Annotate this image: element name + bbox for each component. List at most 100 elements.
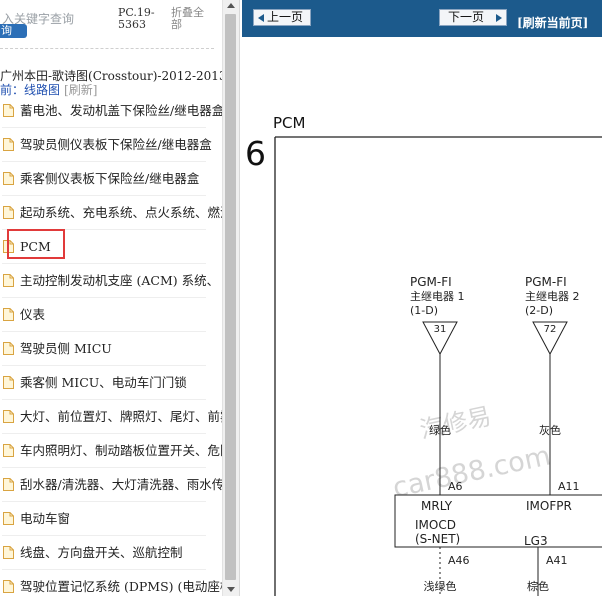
wiring-diagram: 汽修易 car888.com 20165 PCM 6 PGM-FI 主继电器 1… bbox=[245, 114, 602, 596]
pcm-pin-a46: A46 bbox=[448, 554, 470, 567]
document-icon bbox=[3, 308, 14, 321]
document-icon bbox=[3, 478, 14, 491]
document-icon bbox=[3, 546, 14, 559]
document-icon bbox=[3, 580, 14, 593]
pcm-signal-mrly: MRLY bbox=[421, 499, 453, 513]
tree-item[interactable]: 乘客侧仪表板下保险丝/继电器盒 bbox=[0, 162, 222, 196]
pcm-signal-lg3: LG3 bbox=[524, 534, 548, 548]
wire-a46-color: 浅绿色 bbox=[424, 579, 457, 593]
diagram-pane: 上一页 下一页 [刷新当前页] 汽修易 car888.com 20165 PCM… bbox=[242, 0, 602, 596]
tree-item[interactable]: 车内照明灯、制动踏板位置开关、危险警告灯 bbox=[0, 434, 222, 468]
breadcrumb-refresh-link[interactable]: [刷新] bbox=[64, 83, 98, 97]
relay-2-subtitle: 主继电器 2 bbox=[525, 290, 580, 303]
diagram-title: PCM bbox=[273, 114, 305, 132]
left-pane: 入关键字查询 询 PC.19-5363 折叠全部 广州本田-歌诗图(Crosst… bbox=[0, 0, 222, 596]
diagram-frame bbox=[274, 136, 602, 596]
arrow-right-icon bbox=[496, 14, 502, 22]
pcm-block bbox=[394, 494, 602, 548]
search-button[interactable]: 询 bbox=[0, 24, 27, 38]
breadcrumb: 前：线路图[刷新] bbox=[0, 81, 97, 98]
next-page-button[interactable]: 下一页 bbox=[439, 9, 507, 26]
circuit-tree: 蓄电池、发动机盖下保险丝/继电器盒 驾驶员侧仪表板下保险丝/继电器盒 乘客侧仪表… bbox=[0, 94, 222, 596]
document-icon bbox=[3, 274, 14, 287]
tree-item-label: 车内照明灯、制动踏板位置开关、危险警告灯 bbox=[20, 443, 222, 458]
tree-item-label: 线盘、方向盘开关、巡航控制 bbox=[20, 545, 183, 560]
document-icon bbox=[3, 138, 14, 151]
pcm-signal-imocd: IMOCD bbox=[415, 518, 456, 532]
relay-1: PGM-FI 主继电器 1 (1-D) bbox=[410, 275, 465, 317]
tree-item-pcm[interactable]: PCM bbox=[0, 230, 222, 264]
header-divider bbox=[0, 48, 214, 49]
tree-item[interactable]: 起动系统、充电系统、点火系统、燃油系统 bbox=[0, 196, 222, 230]
document-icon bbox=[3, 240, 14, 253]
tree-item[interactable]: 大灯、前位置灯、牌照灯、尾灯、前雾灯 bbox=[0, 400, 222, 434]
tree-item-label: 起动系统、充电系统、点火系统、燃油系统 bbox=[20, 205, 222, 220]
diagram-page-number: 6 bbox=[245, 134, 266, 173]
next-page-label: 下一页 bbox=[448, 10, 485, 24]
relay-1-connector-triangle bbox=[422, 321, 458, 356]
relay-2-pin: 72 bbox=[544, 324, 557, 335]
tree-item-label: PCM bbox=[20, 239, 51, 254]
relay-2-code: (2-D) bbox=[525, 304, 553, 317]
document-icon bbox=[3, 444, 14, 457]
sidebar-scrollbar[interactable] bbox=[222, 0, 239, 596]
document-icon bbox=[3, 172, 14, 185]
relay-1-wire-color: 绿色 bbox=[429, 423, 451, 437]
tree-item[interactable]: 电动车窗 bbox=[0, 502, 222, 536]
tree-item-label: 电动车窗 bbox=[20, 511, 71, 526]
wire-a41-color: 棕色 bbox=[527, 579, 549, 593]
tree-item[interactable]: 主动控制发动机支座 (ACM) 系统、 bbox=[0, 264, 222, 298]
tree-item-label: 驾驶员侧 MICU bbox=[20, 341, 112, 356]
relay-2-connector-triangle bbox=[532, 321, 568, 356]
search-input[interactable]: 入关键字查询 bbox=[2, 12, 75, 26]
tree-item[interactable]: 仪表 bbox=[0, 298, 222, 332]
scroll-down-arrow-icon[interactable] bbox=[227, 587, 235, 592]
document-icon bbox=[3, 104, 14, 117]
pane-splitter[interactable] bbox=[239, 0, 242, 596]
tree-item[interactable]: 蓄电池、发动机盖下保险丝/继电器盒 bbox=[0, 94, 222, 128]
tree-item-label: 驾驶位置记忆系统 (DPMS) (电动座椅) bbox=[20, 579, 222, 594]
tree-item[interactable]: 刮水器/清洗器、大灯清洗器、雨水传感器 bbox=[0, 468, 222, 502]
document-icon bbox=[3, 410, 14, 423]
relay-2-pcm-pin: A11 bbox=[558, 480, 580, 493]
tree-item-label: 驾驶员侧仪表板下保险丝/继电器盒 bbox=[20, 137, 212, 152]
page-nav-bar: 上一页 下一页 [刷新当前页] bbox=[242, 0, 602, 37]
tree-item[interactable]: 驾驶员侧仪表板下保险丝/继电器盒 bbox=[0, 128, 222, 162]
pcm-pin-a41: A41 bbox=[546, 554, 568, 567]
prev-page-button[interactable]: 上一页 bbox=[253, 9, 311, 26]
document-icon bbox=[3, 376, 14, 389]
tree-item[interactable]: 线盘、方向盘开关、巡航控制 bbox=[0, 536, 222, 570]
tree-item[interactable]: 驾驶员侧 MICU bbox=[0, 332, 222, 366]
refresh-page-link[interactable]: [刷新当前页] bbox=[517, 16, 589, 30]
relay-2-name: PGM-FI bbox=[525, 275, 567, 289]
tree-item-label: 主动控制发动机支座 (ACM) 系统、 bbox=[20, 273, 220, 288]
pcm-signal-imofpr: IMOFPR bbox=[526, 499, 572, 513]
relay-2: PGM-FI 主继电器 2 (2-D) bbox=[525, 275, 580, 317]
tree-item-label: 蓄电池、发动机盖下保险丝/继电器盒 bbox=[20, 103, 222, 118]
breadcrumb-link-circuit[interactable]: 线路图 bbox=[24, 83, 61, 97]
pcm-signal-s-net: (S-NET) bbox=[415, 532, 460, 546]
document-icon bbox=[3, 512, 14, 525]
tree-item-label: 乘客侧 MICU、电动车门门锁 bbox=[20, 375, 187, 390]
tree-item[interactable]: 乘客侧 MICU、电动车门门锁 bbox=[0, 366, 222, 400]
document-icon bbox=[3, 342, 14, 355]
relay-1-pin: 31 bbox=[434, 324, 447, 335]
breadcrumb-prefix: 前： bbox=[0, 83, 25, 97]
relay-1-name: PGM-FI bbox=[410, 275, 452, 289]
tree-item-label: 刮水器/清洗器、大灯清洗器、雨水传感器 bbox=[20, 477, 222, 492]
collapse-all-link[interactable]: 折叠全部 bbox=[171, 6, 204, 31]
prev-page-label: 上一页 bbox=[267, 10, 304, 24]
vehicle-title: 广州本田-歌诗图(Crosstour)-2012-2013] bbox=[0, 69, 222, 83]
tree-item-label: 大灯、前位置灯、牌照灯、尾灯、前雾灯 bbox=[20, 409, 222, 424]
relay-2-wire-color: 灰色 bbox=[539, 423, 561, 437]
arrow-left-icon bbox=[258, 14, 264, 22]
tree-item[interactable]: 驾驶位置记忆系统 (DPMS) (电动座椅) bbox=[0, 570, 222, 596]
relay-1-code: (1-D) bbox=[410, 304, 438, 317]
scroll-up-arrow-icon[interactable] bbox=[227, 3, 235, 8]
pc-code: PC.19-5363 bbox=[118, 6, 155, 31]
relay-1-subtitle: 主继电器 1 bbox=[410, 290, 465, 303]
relay-1-pcm-pin: A6 bbox=[448, 480, 463, 493]
scroll-thumb[interactable] bbox=[225, 14, 236, 580]
watermark-line2: car888.com bbox=[390, 440, 553, 504]
tree-item-label: 乘客侧仪表板下保险丝/继电器盒 bbox=[20, 171, 200, 186]
